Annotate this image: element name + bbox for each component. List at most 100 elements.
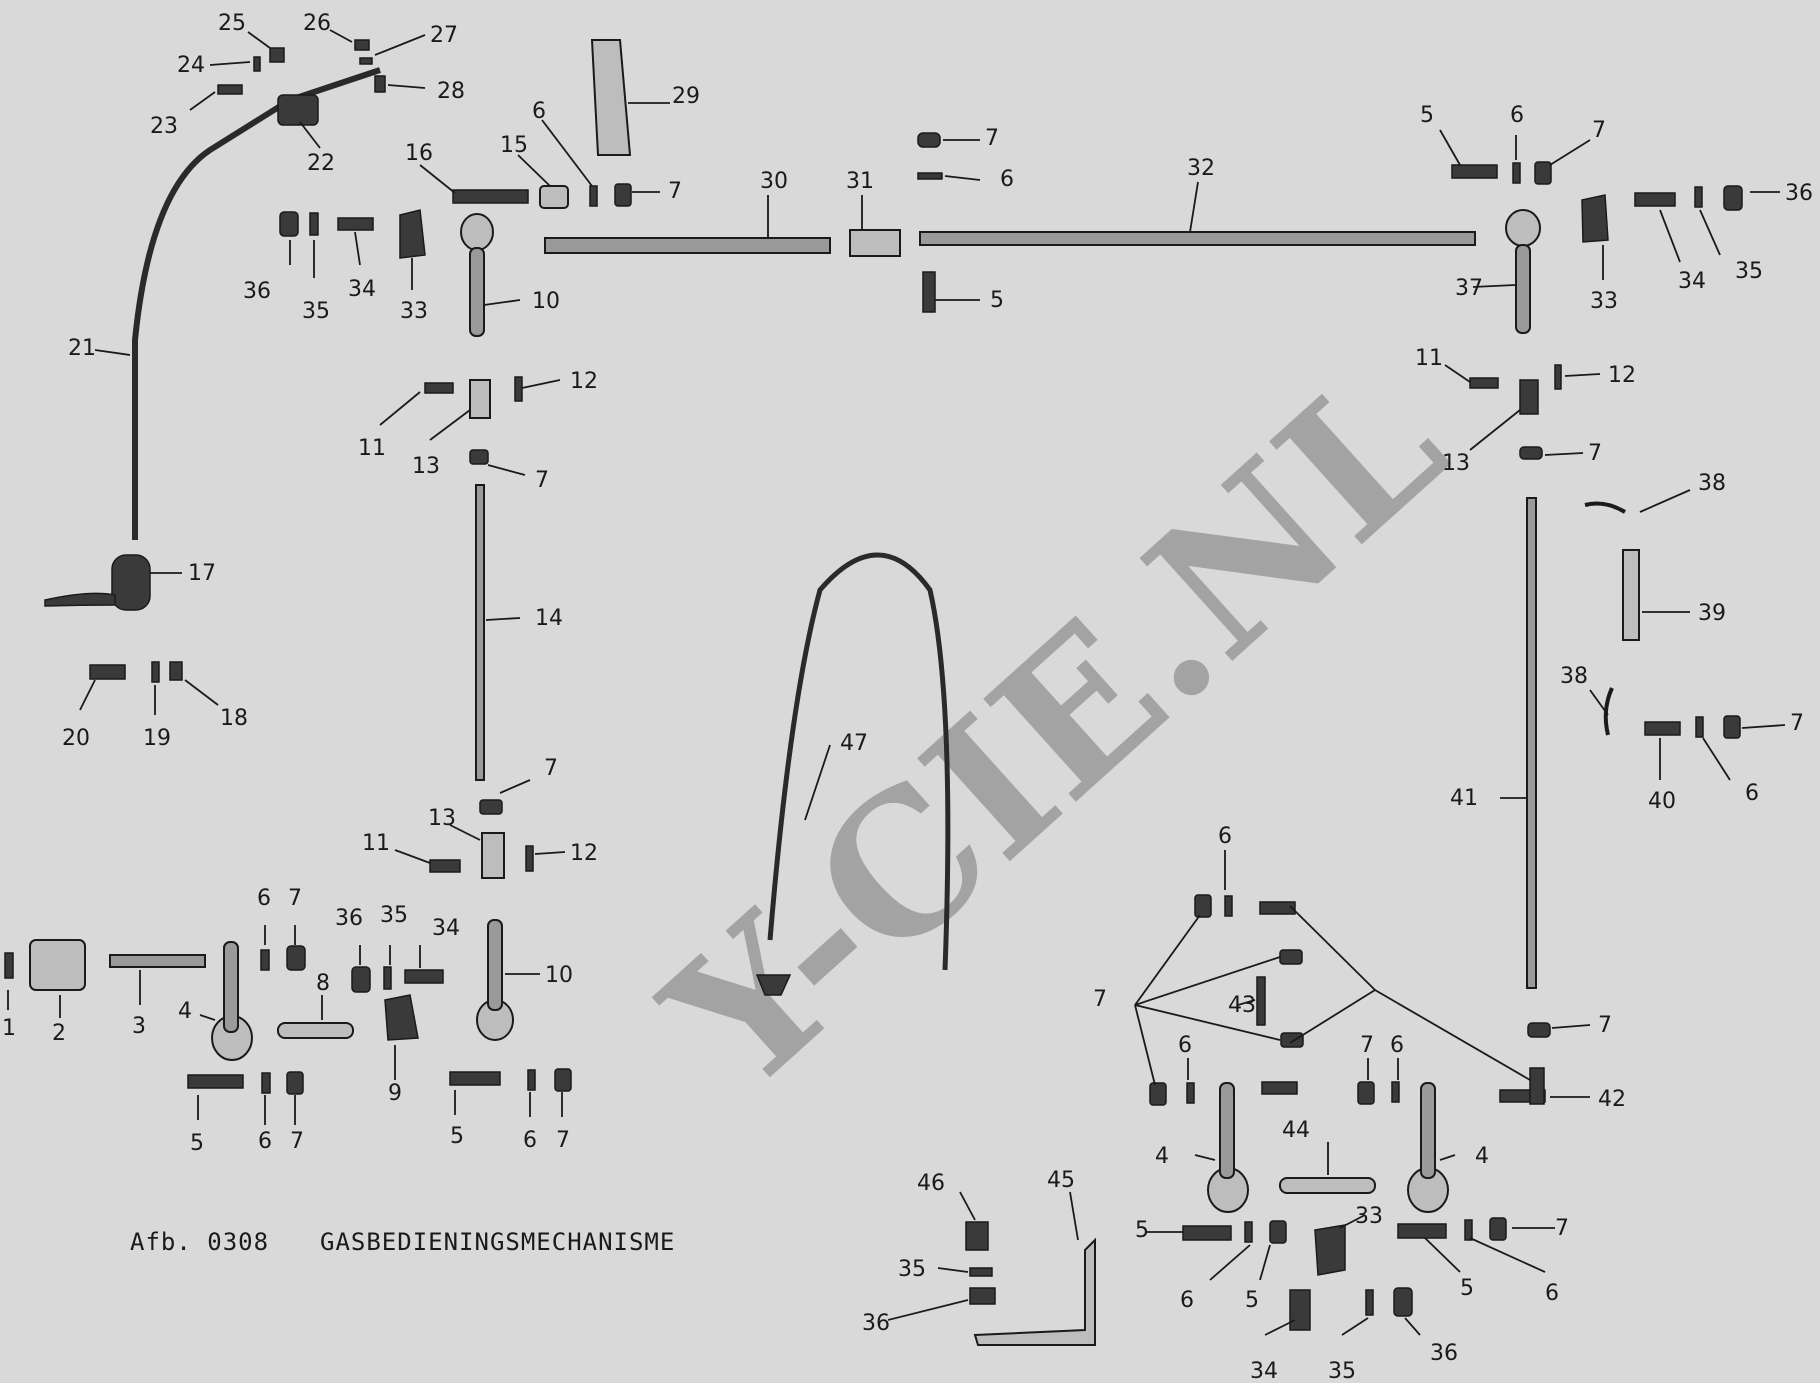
callout-12-b: 12 — [570, 369, 598, 394]
callout-6: 6 — [258, 1129, 272, 1154]
callout-30: 30 — [760, 169, 788, 194]
callout-1: 1 — [2, 1016, 16, 1041]
part-35-washer-b — [1694, 186, 1703, 208]
part-29-guide — [590, 39, 632, 156]
callout-7-m: 7 — [1360, 1033, 1374, 1058]
part-42-pin-a — [1259, 901, 1296, 915]
callout-22: 22 — [307, 151, 335, 176]
callout-7-l: 7 — [1093, 987, 1107, 1012]
part-35-washer — [309, 212, 319, 236]
callout-6-f: 6 — [532, 99, 546, 124]
part-35-washer-c — [383, 966, 392, 990]
callout-5-i: 5 — [1135, 1218, 1149, 1243]
callout-11: 11 — [362, 831, 390, 856]
part-32-shaft — [919, 231, 1476, 246]
part-30-shaft — [544, 237, 831, 254]
callout-10: 10 — [545, 963, 573, 988]
part-11-pin — [424, 382, 454, 394]
part-12-cotter-b — [525, 845, 534, 872]
part-7-nut — [614, 183, 632, 207]
callout-labels: 1 2 3 4 5 6 7 6 7 8 9 36 35 34 5 6 7 10 … — [2, 11, 1813, 1383]
callout-11-b: 11 — [358, 436, 386, 461]
part-10-arm-shaft-top — [469, 247, 485, 337]
part-3-shaft — [109, 954, 206, 968]
callout-10-b: 10 — [532, 289, 560, 314]
part-35-washer-e — [969, 1267, 993, 1277]
callout-28: 28 — [437, 79, 465, 104]
callout-47: 47 — [840, 731, 868, 756]
part-34-bolt-c — [404, 969, 444, 984]
callout-29: 29 — [672, 84, 700, 109]
callout-32: 32 — [1187, 156, 1215, 181]
callout-6-j: 6 — [1745, 781, 1759, 806]
callout-34: 34 — [432, 916, 460, 941]
callout-34-c: 34 — [1678, 269, 1706, 294]
callout-36: 36 — [335, 906, 363, 931]
part-13-clevis — [469, 379, 491, 419]
callout-13: 13 — [428, 806, 456, 831]
callout-33-b: 33 — [1590, 289, 1618, 314]
part-7-nut-c — [479, 799, 503, 815]
callout-7-e: 7 — [535, 468, 549, 493]
part-17-throttle-lever — [111, 554, 151, 611]
part-37-arm-shaft — [1515, 244, 1531, 334]
callout-19: 19 — [143, 726, 171, 751]
part-33-bracket-b — [1581, 194, 1609, 243]
callout-17: 17 — [188, 561, 216, 586]
part-5-bolt-g — [449, 1071, 501, 1086]
part-27-washer — [359, 57, 373, 65]
part-39-spring — [1622, 549, 1640, 641]
part-47-cable — [767, 552, 951, 971]
part-6-washer — [589, 185, 598, 207]
part-24-washer — [253, 56, 261, 72]
part-7-nut-l — [1280, 1032, 1304, 1048]
part-5-bolt-i — [1397, 1223, 1447, 1239]
callout-24: 24 — [177, 53, 205, 78]
part-7-nut-m — [1149, 1082, 1167, 1106]
part-7-nut-p — [1489, 1217, 1507, 1241]
callout-3: 3 — [132, 1014, 146, 1039]
part-47-knob — [755, 974, 792, 996]
callout-18: 18 — [220, 706, 248, 731]
part-33-bracket — [399, 209, 426, 259]
part-12-cotter — [514, 376, 523, 402]
part-2-sleeve — [29, 939, 86, 991]
callout-39: 39 — [1698, 601, 1726, 626]
part-43-rod — [1256, 976, 1266, 1026]
callout-35-b: 35 — [302, 299, 330, 324]
callout-26: 26 — [303, 11, 331, 36]
part-12-cotter-c — [1554, 364, 1562, 390]
part-6-washer-h — [1695, 716, 1704, 738]
callout-7-c: 7 — [556, 1128, 570, 1153]
callout-7-j: 7 — [1790, 711, 1804, 736]
callout-4-b: 4 — [1155, 1144, 1169, 1169]
part-25-nut — [269, 47, 285, 63]
part-5-bolt-d — [922, 271, 936, 313]
callout-7-b: 7 — [288, 886, 302, 911]
callout-36-e: 36 — [862, 1311, 890, 1336]
callout-35: 35 — [380, 903, 408, 928]
callout-14: 14 — [535, 606, 563, 631]
part-1-washer — [4, 952, 14, 979]
callout-21: 21 — [68, 336, 96, 361]
part-37-arm-top — [1505, 209, 1541, 247]
callout-6-o: 6 — [1545, 1281, 1559, 1306]
part-21-cable — [132, 67, 381, 540]
callout-5: 5 — [190, 1131, 204, 1156]
part-16-bolt — [452, 189, 529, 204]
callout-7-i: 7 — [1588, 441, 1602, 466]
part-10-arm-shaft-bottom — [487, 919, 503, 1011]
part-36-nut-c — [351, 966, 371, 993]
callout-40: 40 — [1648, 789, 1676, 814]
callout-5-k: 5 — [1460, 1276, 1474, 1301]
part-31-coupler — [849, 229, 901, 257]
part-34-bolt-d — [1289, 1289, 1311, 1331]
callout-37: 37 — [1455, 276, 1483, 301]
part-10-arm-top — [460, 213, 494, 251]
callout-6-c: 6 — [523, 1128, 537, 1153]
callout-36-d: 36 — [1430, 1341, 1458, 1366]
part-6-washer-f — [261, 1072, 271, 1094]
part-6-washer-e — [1512, 162, 1521, 184]
callout-35-d: 35 — [1328, 1359, 1356, 1383]
callout-13-b: 13 — [412, 454, 440, 479]
